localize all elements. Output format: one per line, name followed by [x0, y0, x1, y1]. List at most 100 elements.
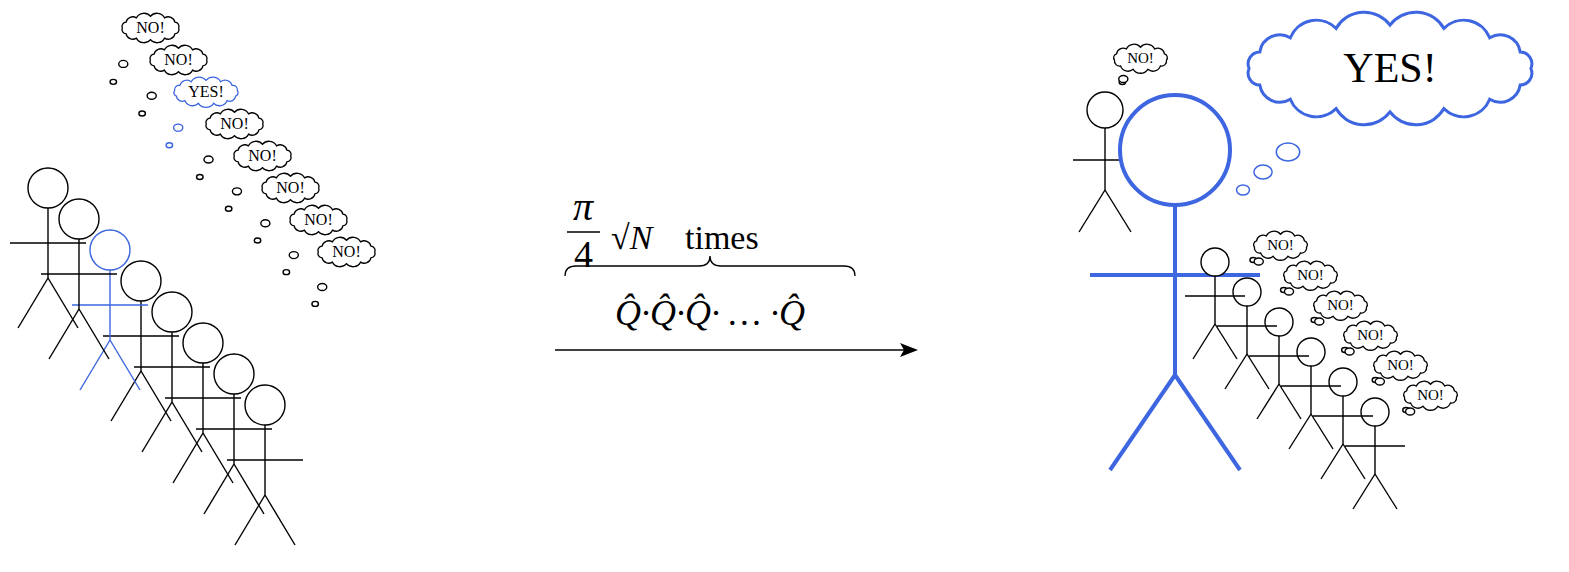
stick-figure [1345, 398, 1405, 509]
figure-leg [48, 278, 78, 328]
cloud-shape [174, 77, 238, 107]
stick-figure [134, 292, 210, 452]
figure-arms [41, 273, 117, 274]
figure-head [1087, 92, 1123, 128]
thought-text: NO! [332, 243, 360, 261]
thought-cloud: NO! [1338, 318, 1403, 353]
thought-cloud: NO! [200, 106, 269, 142]
thought-cloud: NO! [1308, 288, 1373, 323]
thought-cloud: YES! [168, 74, 244, 110]
thought-bubble [1254, 258, 1263, 265]
figure-leg [1247, 354, 1269, 389]
figure-leg [142, 402, 172, 452]
cloud-shape [1314, 291, 1368, 320]
thought-cloud: NO! [256, 170, 325, 206]
thought-cloud: NO! [1398, 378, 1463, 413]
thought-bubble [119, 60, 128, 67]
thought-text: NO! [304, 211, 332, 229]
cloud-shape [1404, 381, 1458, 410]
thought-cloud: NO! [228, 138, 297, 174]
cloud-shape [234, 141, 291, 170]
figure-leg [1279, 384, 1301, 419]
figure-body [1278, 336, 1279, 384]
figure-head [1201, 248, 1229, 276]
thought-cloud: NO! [1108, 41, 1173, 76]
cloud-shape [1254, 231, 1308, 260]
figure-leg [18, 278, 48, 328]
thought-bubble [1119, 75, 1128, 82]
figure-head [59, 199, 99, 239]
thought-bubble [225, 206, 232, 211]
figure-leg [1193, 324, 1215, 359]
figure-leg [1175, 375, 1240, 470]
figure-leg [265, 495, 295, 545]
figure-leg [1257, 384, 1279, 419]
thought-text: NO! [1267, 237, 1294, 254]
figure-leg [80, 340, 110, 390]
figure-body [1246, 306, 1247, 354]
stick-figure [1249, 308, 1309, 419]
thought-bubble [204, 156, 213, 163]
thought-text: NO! [248, 147, 276, 165]
cloud-shape [1344, 321, 1398, 350]
figure-arms [1090, 273, 1260, 277]
figure-leg [1110, 375, 1175, 470]
arrow-line [555, 349, 905, 351]
thought-text: NO! [1127, 50, 1154, 67]
figure-leg [1105, 190, 1131, 232]
stick-figure [41, 199, 117, 359]
thought-cloud: NO! [1278, 258, 1343, 293]
thought-bubble [1237, 185, 1250, 195]
cloud-shape [206, 109, 263, 138]
figure-head [1265, 308, 1293, 336]
thought-bubble [1284, 288, 1293, 295]
thought-cloud: NO! [284, 202, 353, 238]
figure-arms [1313, 415, 1373, 416]
thought-bubble [197, 175, 204, 180]
figure-body [1104, 128, 1105, 190]
thought-text: YES! [1343, 45, 1436, 91]
stick-figure [227, 385, 303, 545]
thought-bubble [174, 124, 183, 131]
figure-body [1173, 205, 1177, 375]
figure-leg [110, 340, 140, 390]
thought-text: NO! [1387, 357, 1414, 374]
thought-bubble [1315, 318, 1324, 325]
figure-leg [235, 495, 265, 545]
operator-product: Q̂·Q̂·Q̂· … ·Q̂ [615, 294, 805, 334]
figure-leg [141, 371, 171, 421]
thought-text: NO! [220, 115, 248, 133]
figure-arms [1217, 325, 1277, 326]
figure-head [1120, 95, 1230, 205]
thought-bubble [147, 92, 156, 99]
thought-cloud: NO! [1248, 228, 1313, 263]
thought-text: NO! [164, 51, 192, 69]
thought-bubble [312, 301, 319, 306]
figure-leg [79, 309, 109, 359]
stick-figure [103, 261, 179, 421]
figure-arms [1281, 385, 1341, 386]
stick-figure [1185, 248, 1245, 359]
figure-leg [1079, 190, 1105, 232]
figure-leg [173, 433, 203, 483]
times-label: times [685, 219, 759, 256]
stick-figure [1313, 368, 1373, 479]
figure-head [214, 354, 254, 394]
figure-leg [172, 402, 202, 452]
figure-arms [165, 397, 241, 398]
cloud-shape [1284, 261, 1338, 290]
figure-arms [10, 242, 86, 243]
thought-bubble [1254, 165, 1272, 179]
stick-figure [1281, 338, 1341, 449]
fraction-denominator: 4 [574, 234, 593, 276]
figure-head [90, 230, 130, 270]
stick-figure [165, 323, 241, 483]
figure-arms [1345, 445, 1405, 446]
thought-text: YES! [188, 83, 224, 101]
figure-head [1233, 278, 1261, 306]
figure-head [183, 323, 223, 363]
figure-arms [1185, 295, 1245, 296]
thought-bubble [289, 252, 298, 259]
cloud-shape [262, 173, 319, 202]
figure-arms [227, 459, 303, 460]
